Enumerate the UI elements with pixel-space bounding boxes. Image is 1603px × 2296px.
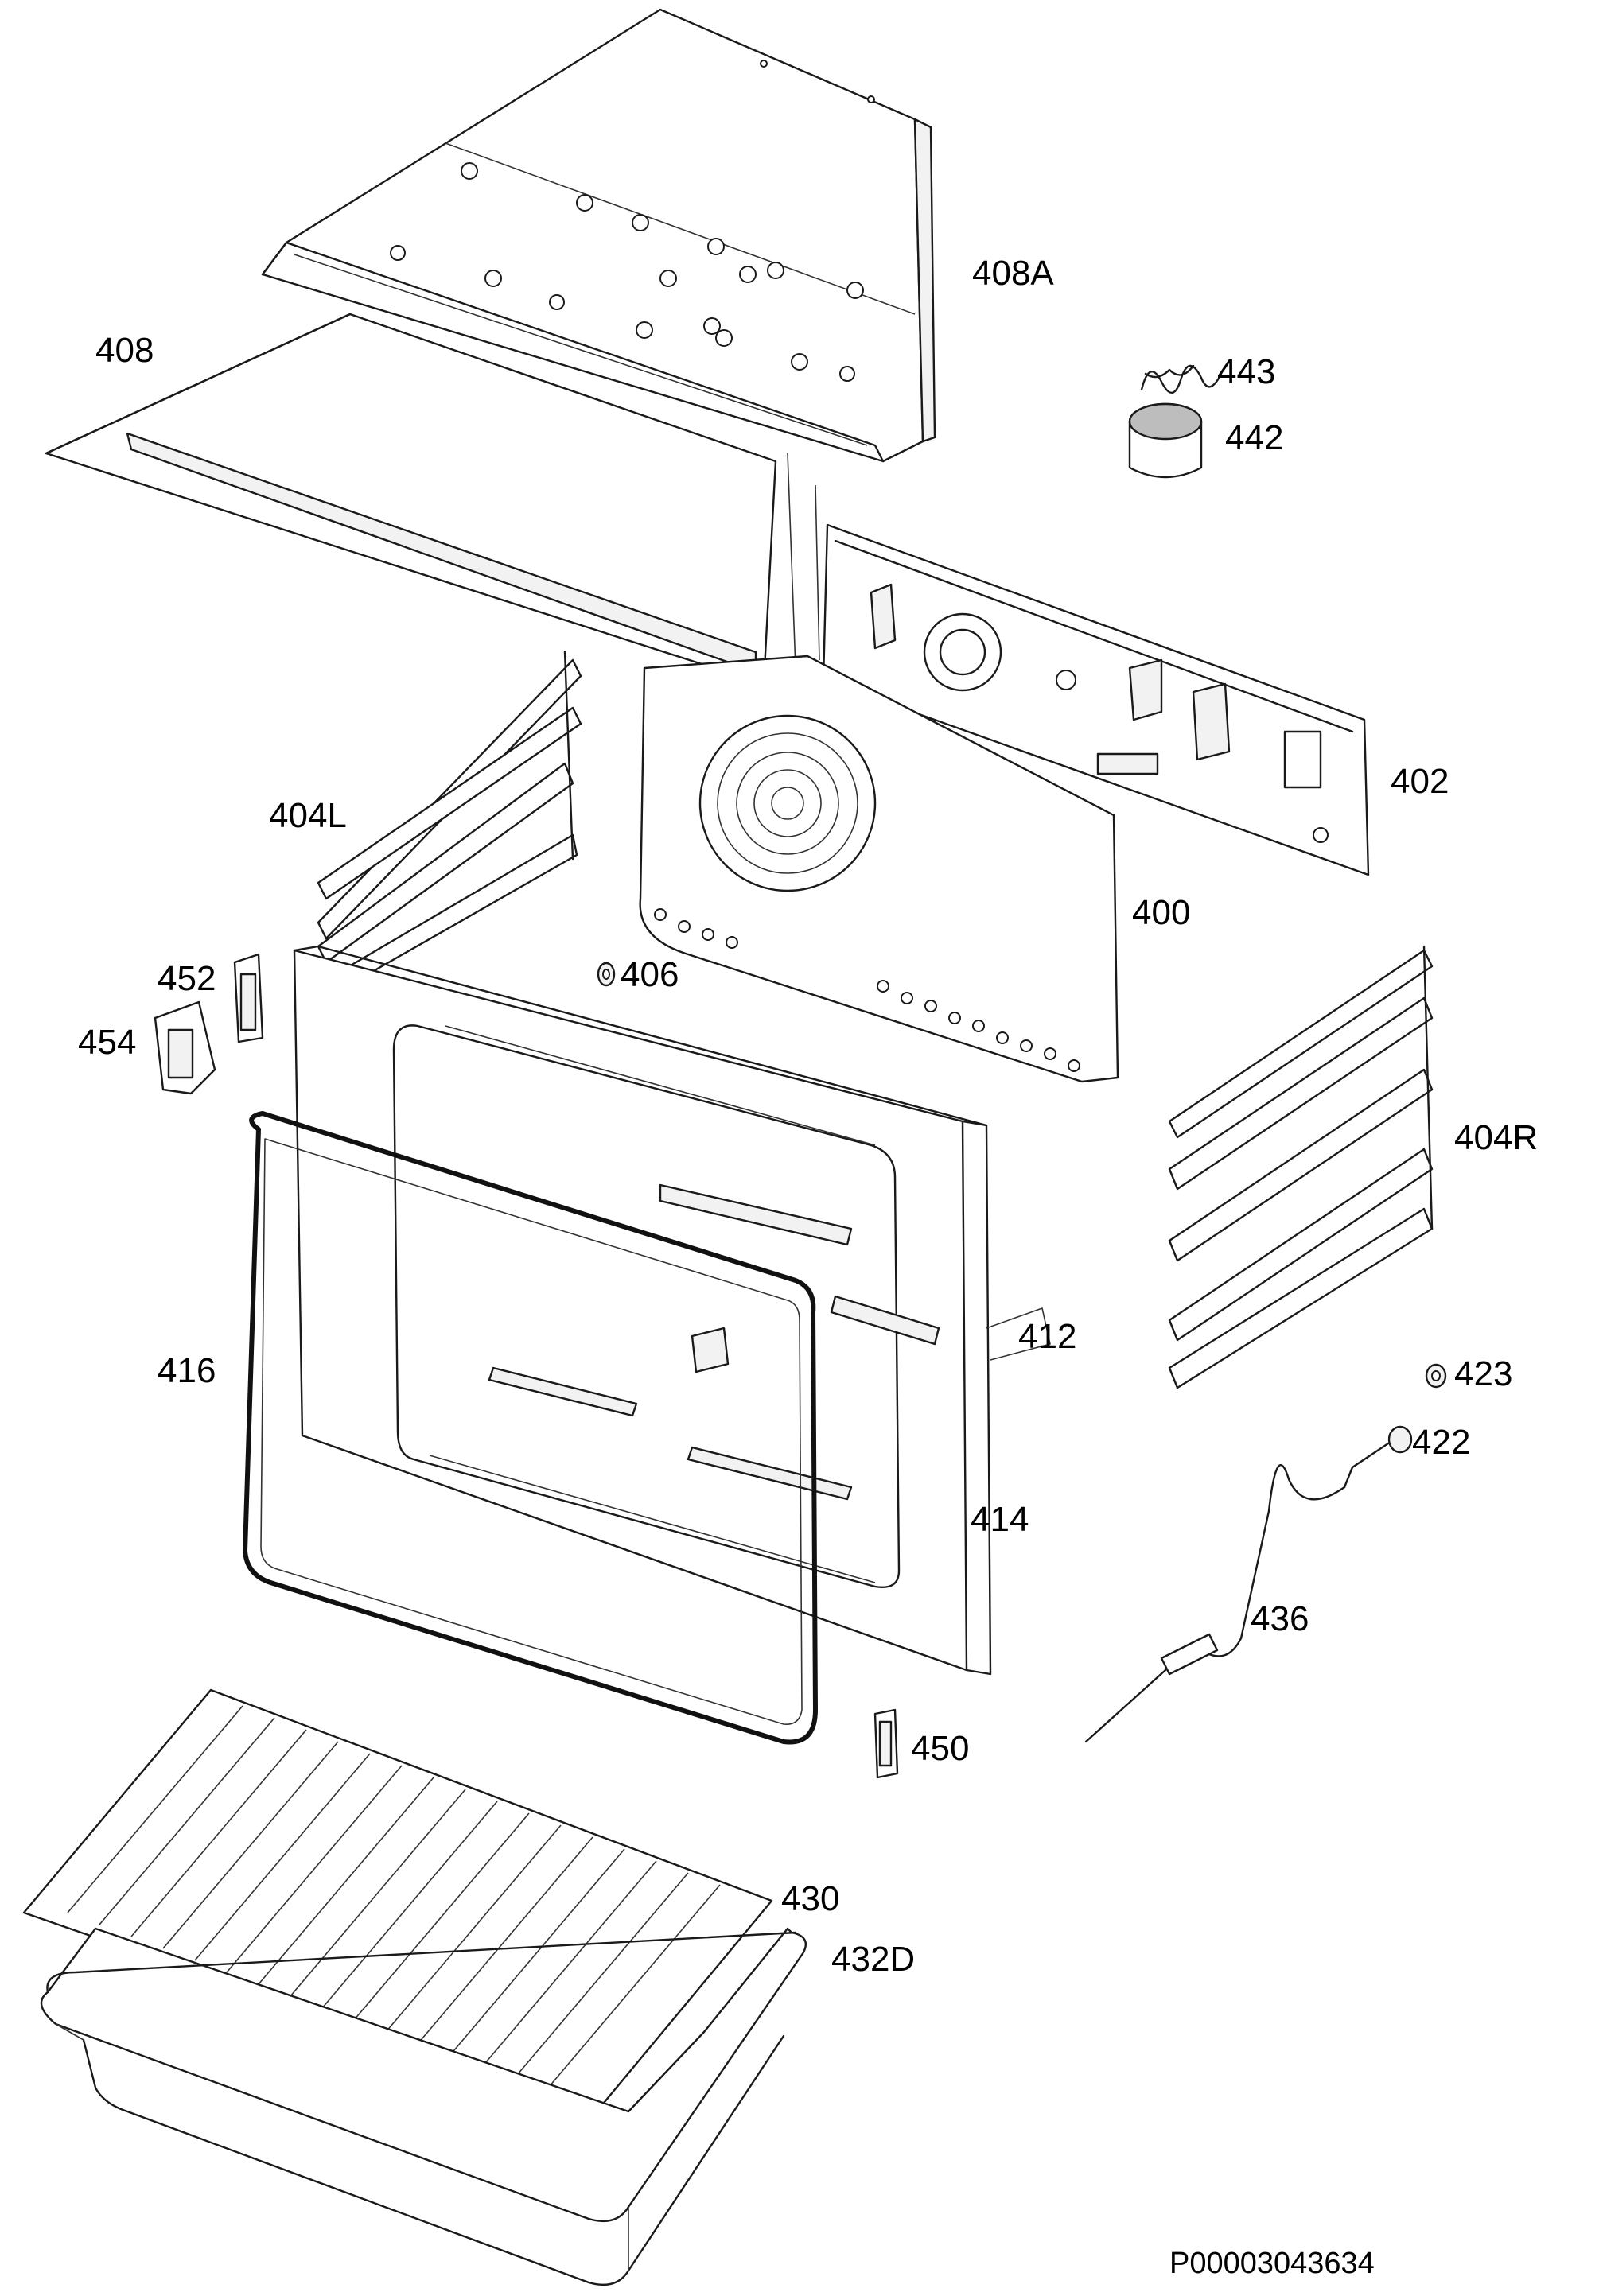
wire-shelf-bars <box>67 1705 721 2092</box>
label-443: 443 <box>1217 352 1275 391</box>
label-408: 408 <box>95 331 154 370</box>
top-cover-holes <box>390 60 875 382</box>
label-423: 423 <box>1454 1354 1512 1393</box>
label-412: 412 <box>1018 1317 1076 1356</box>
part-454-hinge-cover <box>154 1000 216 1095</box>
label-402: 402 <box>1391 762 1449 801</box>
label-450: 450 <box>911 1729 969 1768</box>
part-labels: 408A 408 443 442 402 404L 400 452 406 45… <box>78 254 1538 1979</box>
part-436-sensor-probe <box>1084 1463 1346 1743</box>
part-414-front-frame <box>293 945 992 1676</box>
label-442: 442 <box>1225 418 1283 457</box>
cavity-vent-holes <box>654 908 1080 1072</box>
label-404L: 404L <box>269 796 347 835</box>
part-430-wire-shelf <box>22 1688 773 2113</box>
label-452: 452 <box>158 959 216 998</box>
document-id: P00003043634 <box>1169 2247 1375 2280</box>
part-432D-baking-tray <box>40 1927 807 2286</box>
part-412-shelf-guide <box>986 1307 1051 1361</box>
label-416: 416 <box>158 1351 216 1390</box>
part-443-clip <box>1140 364 1223 394</box>
part-423-clip <box>1425 1363 1447 1389</box>
label-404R: 404R <box>1454 1118 1538 1157</box>
label-430: 430 <box>781 1879 839 1918</box>
part-416-door-seal <box>243 1111 818 1745</box>
part-402-rear-panel <box>822 523 1370 876</box>
label-408A: 408A <box>972 254 1054 293</box>
part-450-clip <box>873 1708 899 1779</box>
label-436: 436 <box>1251 1599 1309 1638</box>
part-422-connector <box>1343 1425 1413 1489</box>
part-404R-right-rails <box>1168 945 1434 1389</box>
part-452-hinge-bracket <box>233 953 264 1043</box>
label-400: 400 <box>1132 893 1190 932</box>
label-454: 454 <box>78 1023 136 1062</box>
part-442-filter <box>1128 402 1203 479</box>
label-432D: 432D <box>831 1940 915 1979</box>
label-414: 414 <box>971 1500 1029 1539</box>
part-408A-top-cover <box>261 8 936 463</box>
label-406: 406 <box>621 955 679 994</box>
part-406-nut <box>597 962 616 987</box>
part-400-cavity-back <box>639 655 1119 1083</box>
label-422: 422 <box>1412 1423 1470 1462</box>
part-404L-left-rails <box>317 651 582 1000</box>
